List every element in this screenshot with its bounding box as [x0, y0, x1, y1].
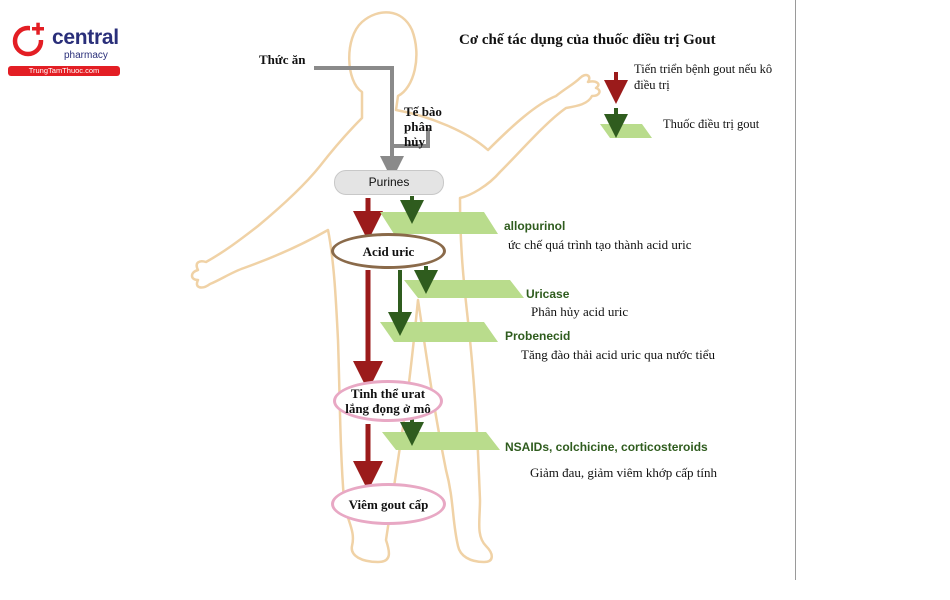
drug-uricase-name: Uricase	[526, 287, 570, 301]
node-purines: Purines	[334, 170, 444, 195]
plate-nsaids	[382, 432, 500, 450]
source-cell-breakdown: Tế bào phân hủy	[404, 104, 442, 149]
diagram-title: Cơ chế tác dụng của thuốc điều trị Gout	[459, 32, 716, 48]
drug-nsaids-desc: Giảm đau, giảm viêm khớp cấp tính	[530, 465, 718, 480]
node-urate-crystals: Tinh thể urat lắng đọng ở mô	[333, 380, 443, 422]
node-acid-uric: Acid uric	[331, 233, 446, 269]
plate-allopurinol	[380, 212, 498, 234]
food-arrow	[314, 66, 404, 180]
legend-green-plate	[600, 124, 652, 138]
logo-name: central	[52, 26, 119, 49]
drug-probenecid-desc: Tăng đào thải acid uric qua nước tiểu	[521, 347, 716, 362]
drug-uricase-desc: Phân hủy acid uric	[531, 304, 629, 319]
body-silhouette	[190, 11, 601, 564]
plate-uricase	[404, 280, 524, 298]
right-border-rule	[795, 0, 796, 580]
drug-probenecid-name: Probenecid	[505, 329, 571, 343]
logo-site: TrungTamThuoc.com	[8, 66, 120, 76]
cell-breakdown-arrow	[394, 128, 430, 148]
logo-icon	[12, 20, 48, 57]
legend-treatment: Thuốc điều trị gout	[663, 117, 760, 131]
drug-allopurinol-desc: ức chế quá trình tạo thành acid uric	[508, 237, 692, 252]
drug-allopurinol-name: allopurinol	[504, 219, 566, 233]
drug-nsaids-name: NSAIDs, colchicine, corticosteroids	[505, 440, 708, 454]
legend-untreated: Tiến triển bệnh gout nếu kô điều trị	[634, 62, 773, 92]
node-acute-gout: Viêm gout cấp	[331, 483, 446, 525]
source-food: Thức ăn	[259, 52, 306, 67]
logo: central pharmacy TrungTamThuoc.com	[8, 20, 138, 80]
plate-probenecid	[380, 322, 498, 342]
logo-sub: pharmacy	[64, 50, 108, 61]
